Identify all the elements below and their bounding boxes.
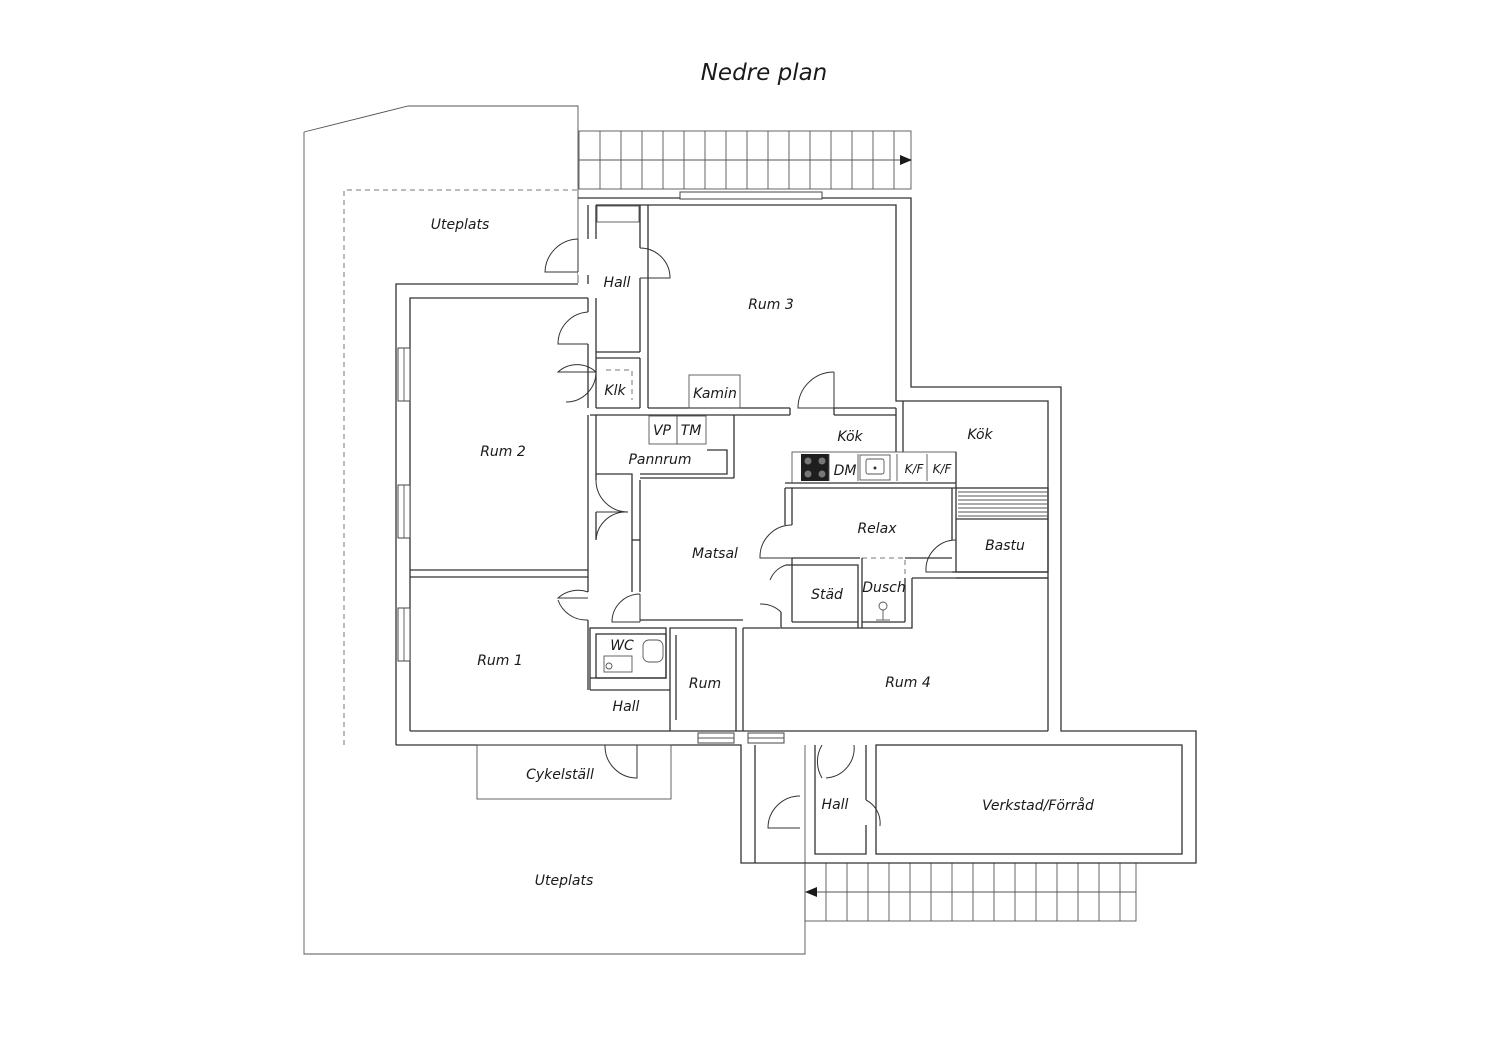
- pannrum-walls: [596, 415, 735, 592]
- label-rum-4: Rum 4: [885, 675, 931, 691]
- cykelstall-box: [476, 744, 672, 800]
- plan-title: Nedre plan: [701, 60, 828, 86]
- label-uteplats-bottom: Uteplats: [535, 873, 594, 889]
- stairs-bottom: [804, 862, 1137, 922]
- label-vp: VP: [653, 423, 672, 439]
- label-rum-3: Rum 3: [748, 297, 794, 313]
- label-rum-small: Rum: [689, 676, 721, 692]
- doors: [544, 238, 957, 829]
- label-rum-2: Rum 2: [480, 444, 526, 460]
- stairs-top: [578, 130, 912, 190]
- label-kf-2: K/F: [933, 462, 953, 476]
- wc-hall-walls: [589, 619, 780, 731]
- label-matsal: Matsal: [692, 546, 738, 562]
- label-rum-1: Rum 1: [477, 653, 523, 669]
- rum3-walls: [590, 374, 897, 416]
- label-relax: Relax: [857, 521, 897, 537]
- windows: [397, 191, 823, 744]
- label-dusch: Dusch: [862, 580, 906, 596]
- label-hall-top: Hall: [604, 275, 631, 291]
- label-bastu: Bastu: [985, 538, 1025, 554]
- label-dm: DM: [834, 463, 857, 479]
- label-hall-mid: Hall: [613, 699, 640, 715]
- label-kf-1: K/F: [905, 462, 925, 476]
- room-labels: Uteplats Hall Rum 3 Rum 2 Klk Kamin VP T…: [431, 217, 1094, 889]
- kitchen-walls: [785, 401, 957, 489]
- label-kok-left: Kök: [837, 429, 863, 445]
- label-cykelstall: Cykelställ: [526, 767, 594, 783]
- stad-dusch-walls: [780, 557, 1048, 629]
- label-stad: Städ: [811, 587, 843, 603]
- label-tm: TM: [681, 423, 702, 439]
- label-uteplats-top: Uteplats: [431, 217, 490, 233]
- label-hall-low: Hall: [822, 797, 849, 813]
- terrace-outline: [303, 105, 806, 955]
- label-kamin: Kamin: [693, 386, 737, 402]
- label-verkstad-forrad: Verkstad/Förråd: [982, 797, 1094, 814]
- rum2-rum1-walls: [410, 415, 597, 690]
- bastu-walls: [955, 487, 1049, 579]
- exterior-walls: [395, 197, 1197, 864]
- label-klk: Klk: [604, 383, 626, 399]
- label-kok-right: Kök: [967, 427, 993, 443]
- hall-top-walls: [587, 205, 649, 409]
- label-wc: WC: [610, 638, 634, 654]
- label-pannrum: Pannrum: [628, 452, 691, 468]
